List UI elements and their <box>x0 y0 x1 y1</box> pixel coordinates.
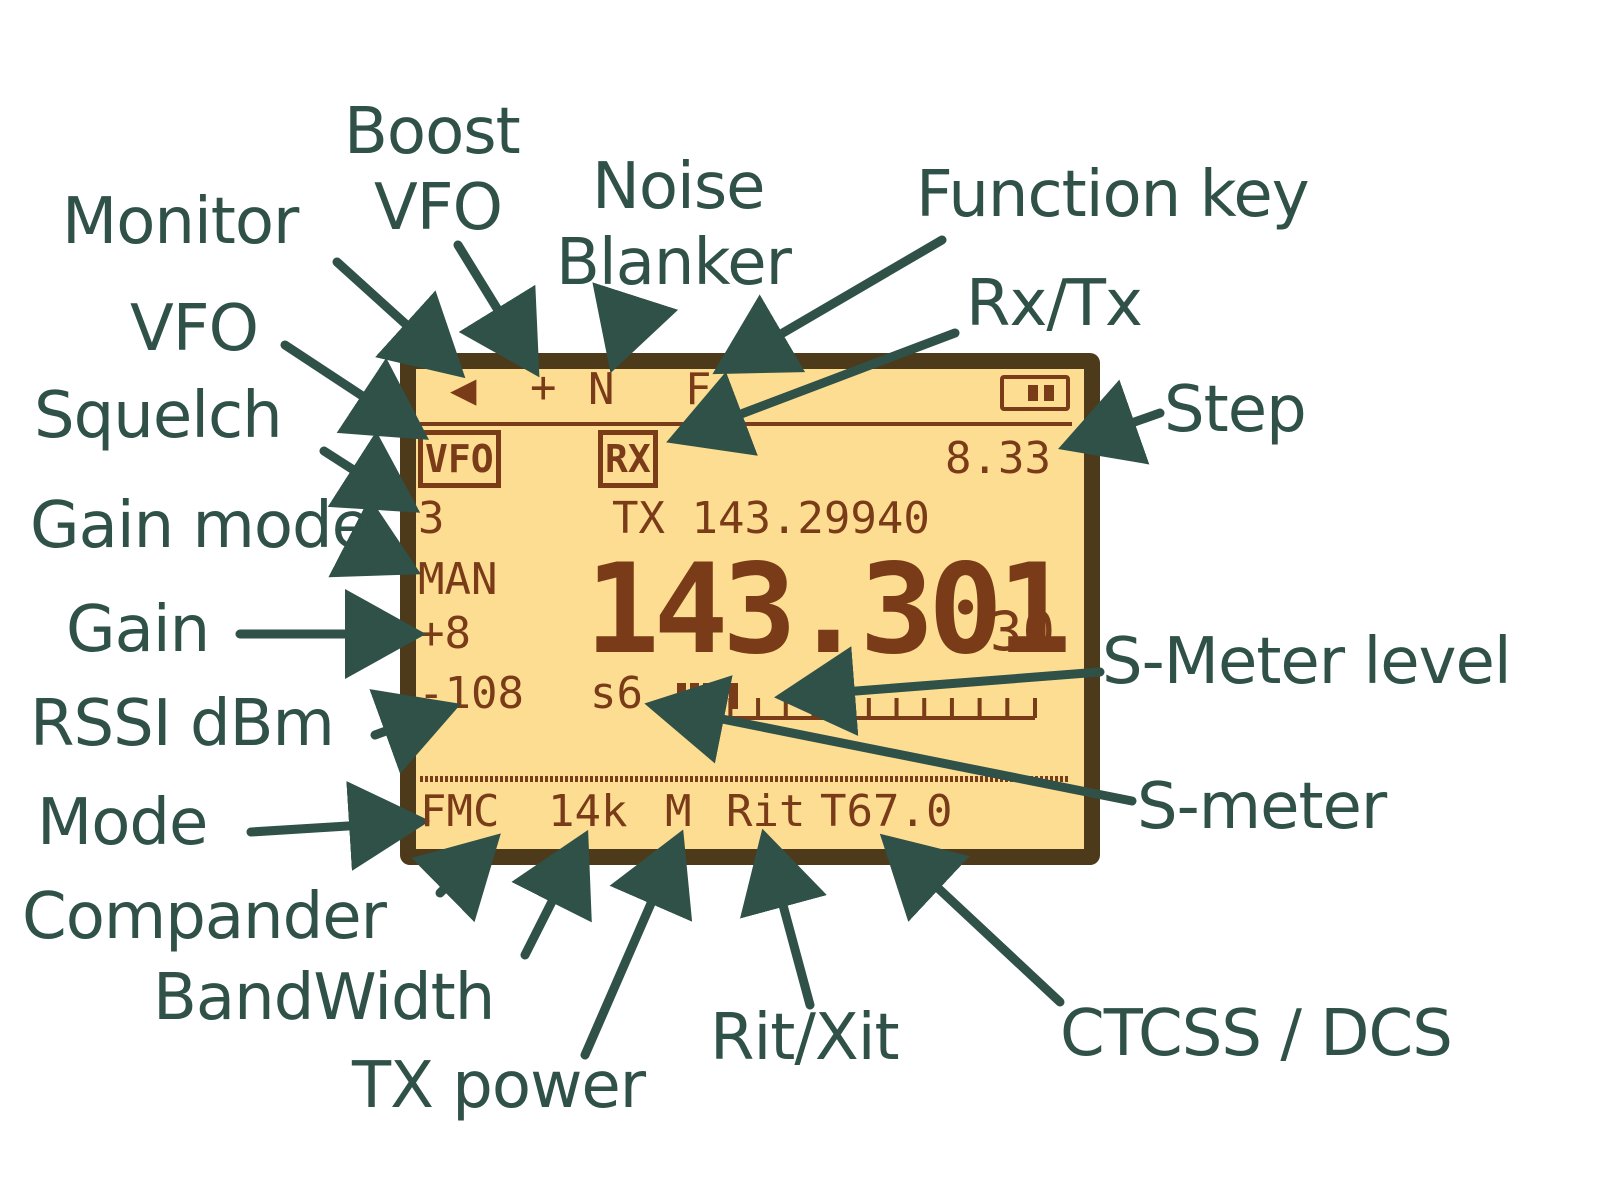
mode-value: FMC <box>420 786 500 837</box>
rit-xit-label: Rit/Xit <box>710 1001 900 1075</box>
boost-vfo-label: Boost VFO <box>344 95 521 245</box>
compander-label: Compander <box>22 880 387 954</box>
rx-tx-label: Rx/Tx <box>966 267 1143 341</box>
rssi-label: RSSI dBm <box>30 687 335 761</box>
monitor-arrow <box>332 257 466 379</box>
squelch-label: Squelch <box>34 379 283 453</box>
bandwidth-arrow <box>511 829 592 960</box>
vfo-label: VFO <box>130 292 259 366</box>
rx-tx-tag: RX <box>598 430 658 488</box>
noise-blanker-label: Noise Blanker <box>556 150 792 300</box>
bandwidth-label: BandWidth <box>153 961 495 1035</box>
monitor-label: Monitor <box>62 185 299 259</box>
vfo-arrow <box>280 340 430 440</box>
s-meter-arrow <box>644 675 1137 806</box>
bandwidth-value: 14k <box>548 786 628 837</box>
function-key-arrow <box>712 235 947 375</box>
tx-power-value: M <box>665 786 692 837</box>
function-key-label: Function key <box>916 158 1310 232</box>
frequency-sub-digits: 30 <box>990 600 1056 663</box>
ctcss-dcs-label: CTCSS / DCS <box>1060 997 1453 1071</box>
s-meter-segment <box>729 683 738 709</box>
vfo-tag: VFO <box>418 430 501 488</box>
gain-label: Gain <box>66 593 210 667</box>
compander-arrow <box>411 833 501 923</box>
s-meter-label: S-meter <box>1137 770 1387 844</box>
step-value: 8.33 <box>945 433 1051 484</box>
tx-power-label: TX power <box>352 1049 646 1123</box>
rit-xit-arrow <box>740 828 827 1010</box>
gain-mode-label: Gain mode <box>30 489 371 563</box>
tx-power-arrow <box>580 829 693 1060</box>
s-meter-level-arrow <box>774 646 1105 736</box>
mode-arrow <box>246 780 430 871</box>
step-arrow <box>1058 379 1165 465</box>
s-meter-level-label: S-Meter level <box>1102 625 1512 699</box>
squelch-value: 3 <box>418 493 445 544</box>
gain-mode-value: MAN <box>418 554 498 605</box>
rit-value: Rit <box>726 786 806 837</box>
mode-label: Mode <box>37 786 208 860</box>
s-meter-reading: s6 <box>590 668 643 719</box>
gain-value: +8 <box>418 608 471 659</box>
ctcss-arrow <box>879 833 1065 1007</box>
step-label: Step <box>1164 373 1307 447</box>
gain-mode-arrow <box>328 497 422 578</box>
squelch-arrow <box>319 431 421 513</box>
s-meter-segment <box>703 683 712 709</box>
noise-blanker-arrow <box>592 282 679 374</box>
s-meter-segment <box>677 683 686 709</box>
tx-frequency: TX 143.29940 <box>612 493 930 544</box>
rx-tx-arrow <box>666 328 960 456</box>
rssi-arrow <box>369 689 461 774</box>
s-meter-segment <box>716 683 725 709</box>
ctcss-value: T67.0 <box>820 786 953 837</box>
noise-blanker-indicator: N <box>588 364 615 415</box>
s-meter-segment <box>690 683 699 709</box>
boost-vfo-arrow <box>453 240 540 378</box>
